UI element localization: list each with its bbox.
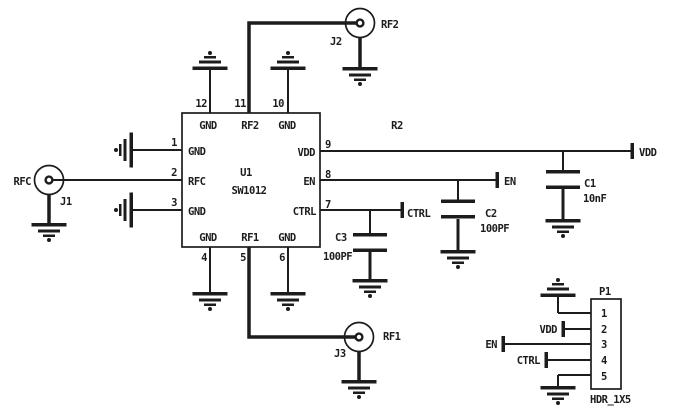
ic-pin12-number: 12 xyxy=(195,98,207,110)
ground-symbol-j2 xyxy=(342,67,378,86)
header-wires xyxy=(505,297,591,386)
capacitor-c2: C2 100PF xyxy=(440,199,510,269)
ic-pin11-label: RF2 xyxy=(241,120,259,132)
ic-refdes: U1 xyxy=(240,167,252,179)
ic-u1: U1 SW1012 GND RF2 GND GND RFC GND VDD EN… xyxy=(171,98,331,264)
ground-symbol-pin10 xyxy=(270,51,306,70)
net-label-rf2: RF2 xyxy=(381,19,399,31)
header-vdd-terminal-bar xyxy=(561,321,565,337)
ground-symbol-header-top xyxy=(540,278,576,297)
p1-refdes: P1 xyxy=(599,286,611,298)
j2-refdes: J2 xyxy=(330,36,342,48)
c1-refdes: C1 xyxy=(584,178,596,190)
ic-pin2-label: RFC xyxy=(188,176,206,188)
ic-pin5-label: RF1 xyxy=(241,232,259,244)
connector-j3: RF1 J3 xyxy=(334,321,401,399)
header-net-label-ctrl: CTRL xyxy=(517,355,540,367)
ic-pin8-label: EN xyxy=(303,176,315,188)
c2-value: 100PF xyxy=(480,223,509,235)
header-pin4-number: 4 xyxy=(601,355,607,367)
ground-symbol-c1 xyxy=(545,219,581,238)
net-label-ctrl: CTRL xyxy=(407,208,430,220)
ic-pin5-number: 5 xyxy=(240,252,246,264)
j1-refdes: J1 xyxy=(60,196,72,208)
ic-pin6-number: 6 xyxy=(279,252,285,264)
ic-pin2-number: 2 xyxy=(171,167,177,179)
header-pin5-number: 5 xyxy=(601,371,607,383)
capacitor-c3: C3 100PF xyxy=(323,232,388,298)
ic-pin9-number: 9 xyxy=(325,139,331,151)
ic-part-number: SW1012 xyxy=(232,185,267,197)
p1-footprint: HDR_1X5 xyxy=(590,394,631,406)
vdd-terminal-bar xyxy=(630,143,634,159)
ic-pin4-label: GND xyxy=(199,232,217,244)
ground-symbol-pin12 xyxy=(192,51,228,70)
connector-j2: RF2 J2 xyxy=(330,7,399,86)
header-pin2-number: 2 xyxy=(601,324,607,336)
en-terminal-bar xyxy=(495,172,499,188)
connector-j1: RFC J1 xyxy=(14,164,72,242)
r2-refdes: R2 xyxy=(391,120,403,132)
ic-pin10-number: 10 xyxy=(272,98,284,110)
net-label-rf1: RF1 xyxy=(383,331,401,343)
ic-pin6-label: GND xyxy=(278,232,296,244)
ic-pin4-number: 4 xyxy=(201,252,207,264)
ground-symbol-header-bottom xyxy=(540,386,576,405)
header-net-terminals xyxy=(501,321,565,368)
header-ctrl-terminal-bar xyxy=(544,352,548,368)
header-en-terminal-bar xyxy=(501,336,505,352)
ground-symbol-j3 xyxy=(341,380,377,399)
ic-pin3-number: 3 xyxy=(171,197,177,209)
c2-refdes: C2 xyxy=(485,208,497,220)
ic-pin11-number: 11 xyxy=(234,98,246,110)
capacitor-c1: C1 10nF xyxy=(545,170,607,238)
ground-symbol-pin1 xyxy=(114,132,133,168)
ground-symbol-pin3 xyxy=(114,192,133,228)
ground-symbol-c2 xyxy=(440,250,476,269)
header-pin3-number: 3 xyxy=(601,339,607,351)
ic-pin7-number: 7 xyxy=(325,199,331,211)
ic-pin10-label: GND xyxy=(278,120,296,132)
signal-wires xyxy=(49,70,632,292)
header-net-label-en: EN xyxy=(485,339,497,351)
ic-pin3-label: GND xyxy=(188,206,206,218)
ic-pin12-label: GND xyxy=(199,120,217,132)
c3-refdes: C3 xyxy=(335,232,347,244)
ic-pin9-label: VDD xyxy=(298,147,316,159)
ground-symbol-c3 xyxy=(352,279,388,298)
ground-symbol-pin4 xyxy=(192,292,228,311)
j3-refdes: J3 xyxy=(334,348,346,360)
capacitor-symbol-c1 xyxy=(546,170,580,189)
ground-symbol-pin6 xyxy=(270,292,306,311)
c1-value: 10nF xyxy=(583,193,606,205)
net-label-en: EN xyxy=(504,176,516,188)
header-p1: P1 HDR_1X5 1 2 3 4 5 VDD EN CTRL xyxy=(485,278,631,406)
header-pin1-number: 1 xyxy=(601,308,607,320)
header-net-label-vdd: VDD xyxy=(540,324,558,336)
net-label-vdd: VDD xyxy=(639,147,657,159)
ground-symbol-j1 xyxy=(31,223,67,242)
ic-body xyxy=(181,112,321,248)
capacitor-ground-wires xyxy=(368,189,565,279)
ic-pin1-label: GND xyxy=(188,146,206,158)
c3-value: 100PF xyxy=(323,251,352,263)
ic-pin8-number: 8 xyxy=(325,169,331,181)
rf-wires xyxy=(47,21,362,380)
ic-pin1-number: 1 xyxy=(171,137,177,149)
net-label-rfc: RFC xyxy=(14,176,32,188)
net-terminals xyxy=(400,143,634,218)
ic-pin7-label: CTRL xyxy=(293,206,316,218)
capacitor-symbol-c2 xyxy=(441,199,475,219)
capacitor-symbol-c3 xyxy=(353,233,387,252)
ctrl-terminal-bar xyxy=(400,202,404,218)
